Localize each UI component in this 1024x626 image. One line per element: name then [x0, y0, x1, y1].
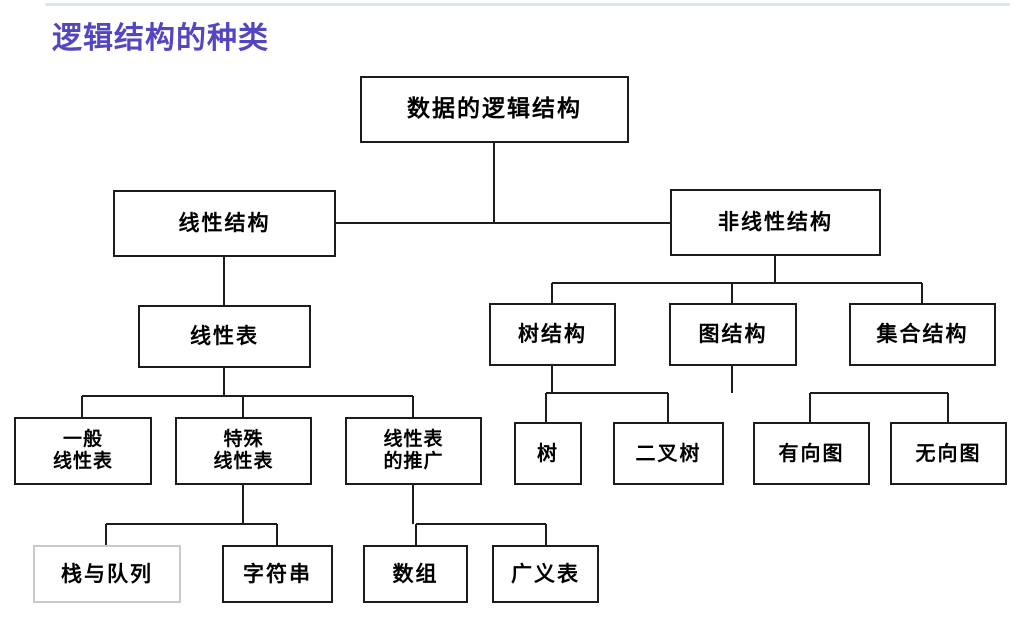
- node-label: 广义表: [511, 561, 580, 586]
- node-label-line2: 线性表: [213, 450, 274, 472]
- node-label: 二叉树: [635, 441, 702, 465]
- node-label-line1: 一般: [62, 428, 103, 451]
- node-tree[interactable]: 树: [514, 422, 582, 485]
- node-graph-structure[interactable]: 图结构: [669, 303, 797, 366]
- node-binary-tree[interactable]: 二叉树: [613, 422, 724, 485]
- node-string[interactable]: 字符串: [222, 545, 333, 603]
- node-label-line2: 线性表: [52, 450, 113, 472]
- node-label-line1: 特殊: [223, 428, 264, 451]
- node-label: 集合结构: [876, 322, 969, 347]
- node-label: 图结构: [698, 322, 768, 347]
- node-nonlinear-structure[interactable]: 非线性结构: [670, 189, 881, 256]
- node-set-structure[interactable]: 集合结构: [849, 303, 996, 366]
- node-general-linear-list[interactable]: 一般 线性表: [14, 417, 152, 485]
- node-tree-structure[interactable]: 树结构: [489, 303, 616, 366]
- node-linear-structure[interactable]: 线性结构: [113, 190, 336, 257]
- node-directed-graph[interactable]: 有向图: [753, 422, 870, 485]
- node-label: 线性结构: [178, 211, 271, 236]
- node-extended-linear-list[interactable]: 线性表 的推广: [345, 417, 482, 485]
- node-label: 数据的逻辑结构: [407, 96, 582, 123]
- node-label: 字符串: [243, 561, 312, 586]
- node-label: 树: [537, 441, 559, 465]
- node-label: 有向图: [778, 441, 845, 465]
- node-label: 栈与队列: [61, 561, 153, 586]
- node-label: 非线性结构: [718, 210, 833, 235]
- node-label: 树结构: [518, 322, 587, 347]
- node-array[interactable]: 数组: [363, 545, 468, 603]
- node-stack-and-queue[interactable]: 栈与队列: [33, 545, 181, 603]
- node-label-line2: 的推广: [383, 450, 444, 472]
- node-label: 无向图: [915, 441, 982, 465]
- node-root-data-logical-structure[interactable]: 数据的逻辑结构: [360, 76, 629, 143]
- node-label-line1: 线性表: [383, 428, 444, 451]
- node-linear-list[interactable]: 线性表: [138, 305, 311, 368]
- page-title: 逻辑结构的种类: [52, 21, 269, 56]
- node-special-linear-list[interactable]: 特殊 线性表: [175, 417, 312, 485]
- node-label: 线性表: [190, 324, 259, 349]
- node-generalized-list[interactable]: 广义表: [492, 545, 599, 603]
- node-label: 数组: [392, 561, 439, 586]
- top-divider-rule: [45, 3, 1010, 6]
- node-undirected-graph[interactable]: 无向图: [890, 422, 1007, 485]
